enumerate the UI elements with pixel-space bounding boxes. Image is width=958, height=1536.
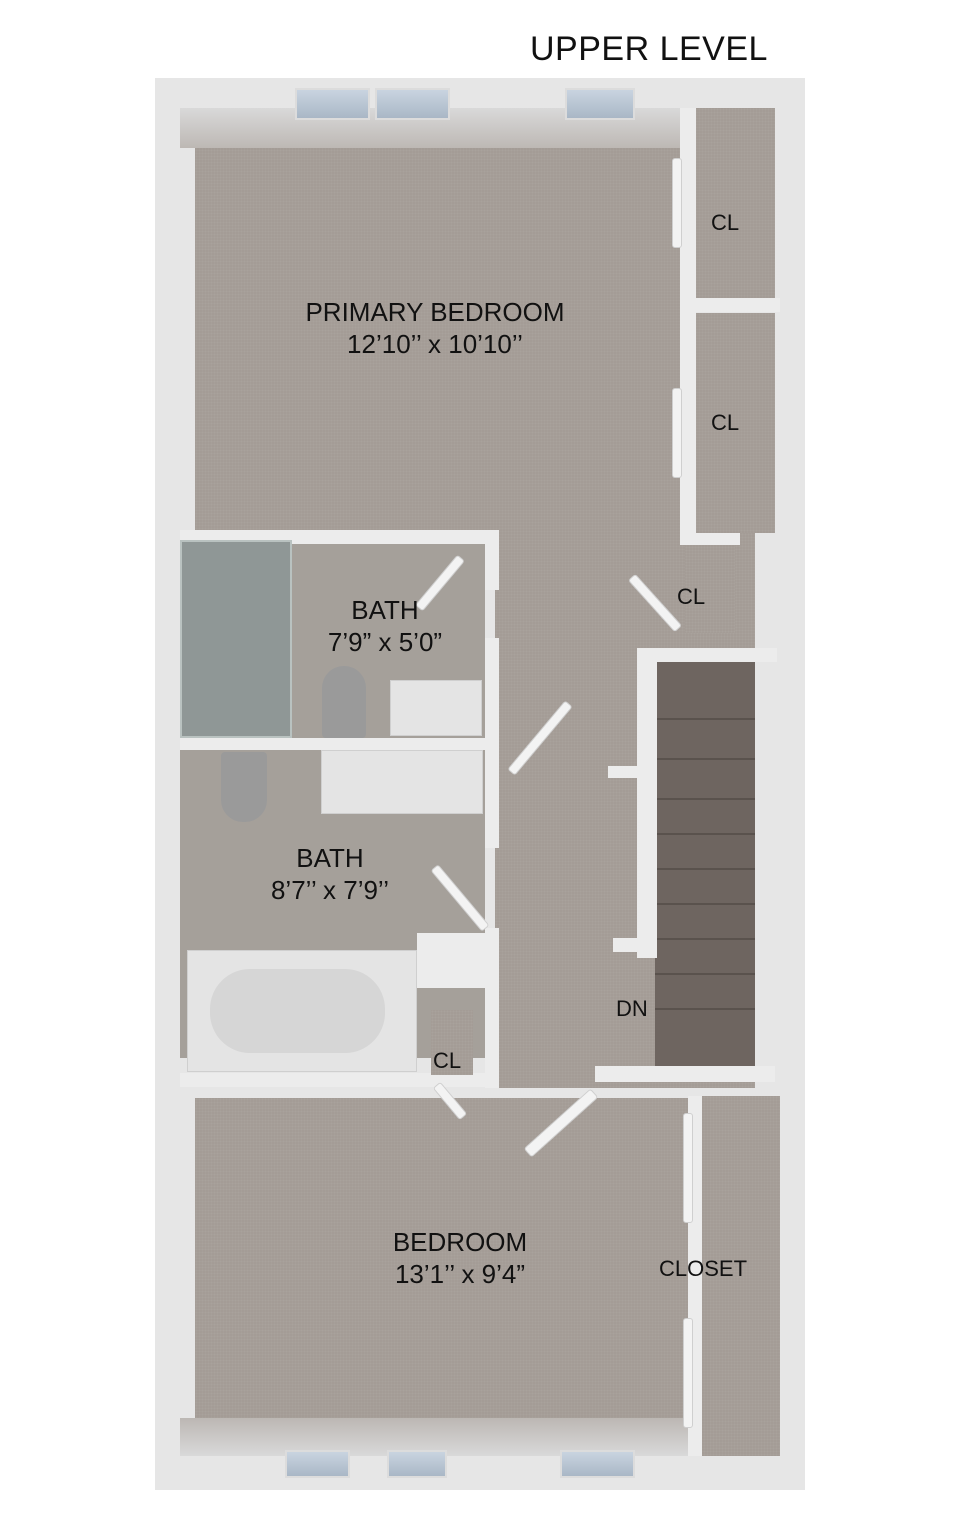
stair-wall-left bbox=[637, 648, 657, 958]
closet-wall-v bbox=[680, 108, 696, 538]
label-closet-2: CL bbox=[711, 410, 740, 435]
toilet-bath1 bbox=[322, 666, 366, 738]
room-name: BATH bbox=[351, 595, 419, 625]
floor-title: UPPER LEVEL bbox=[530, 30, 768, 68]
closet-large-floor bbox=[700, 1096, 780, 1456]
stair-stub-1 bbox=[608, 766, 643, 778]
bathtub-basin bbox=[210, 969, 385, 1053]
label-closet-large: CLOSET bbox=[659, 1256, 748, 1281]
shower bbox=[180, 540, 292, 738]
bath-right-wall-1 bbox=[485, 530, 499, 590]
window-top-1 bbox=[295, 88, 370, 120]
label-bedroom: BEDROOM 13’1’’ x 9’4” bbox=[365, 1226, 555, 1290]
window-bottom-1 bbox=[285, 1450, 350, 1478]
room-size: 13’1’’ x 9’4” bbox=[394, 1259, 526, 1289]
floor-plan: PRIMARY BEDROOM 12’10’’ x 10’10’’ BATH 7… bbox=[155, 78, 805, 1490]
closet-bottom bbox=[680, 533, 740, 545]
label-closet-4: CL bbox=[433, 1048, 462, 1073]
room-name: BEDROOM bbox=[392, 1227, 528, 1257]
vanity-bath2 bbox=[321, 750, 483, 814]
stair-wall-bottom bbox=[595, 1066, 775, 1082]
room-size: 12’10’’ x 10’10’’ bbox=[347, 329, 523, 359]
linen-closet-floor bbox=[431, 1010, 473, 1075]
bath-right-wall-2 bbox=[485, 638, 499, 848]
label-primary-bedroom: PRIMARY BEDROOM 12’10’’ x 10’10’’ bbox=[265, 296, 605, 360]
door-closet-large-1[interactable] bbox=[683, 1113, 693, 1223]
window-bottom-3 bbox=[560, 1450, 635, 1478]
door-closet-large-2[interactable] bbox=[683, 1318, 693, 1428]
bedroom-floor bbox=[195, 1098, 715, 1428]
toilet-bath2 bbox=[221, 752, 267, 822]
linen-closet-block bbox=[417, 933, 497, 988]
door-closet-2[interactable] bbox=[672, 388, 682, 478]
label-stairs-down: DN bbox=[616, 996, 648, 1021]
primary-bedroom-floor bbox=[195, 140, 695, 530]
window-top-3 bbox=[565, 88, 635, 120]
stair-wall-top bbox=[637, 648, 777, 662]
room-size: 8’7’’ x 7’9’’ bbox=[270, 875, 390, 905]
closet-3-floor bbox=[685, 543, 735, 633]
staircase bbox=[655, 658, 755, 1078]
bath2-bottom-wall bbox=[180, 1073, 498, 1087]
closet-1-floor bbox=[695, 108, 775, 298]
closet-2-floor bbox=[695, 313, 775, 533]
label-bath2: BATH 8’7’’ x 7’9’’ bbox=[245, 842, 415, 906]
bathtub bbox=[187, 950, 417, 1072]
bedroom-wall-shade bbox=[180, 1418, 710, 1456]
vanity-bath1 bbox=[390, 680, 482, 736]
window-bottom-2 bbox=[387, 1450, 447, 1478]
room-name: BATH bbox=[296, 843, 364, 873]
stair-stub-2 bbox=[613, 938, 643, 952]
label-bath1: BATH 7’9” x 5’0” bbox=[295, 594, 475, 658]
room-size: 7’9” x 5’0” bbox=[327, 627, 443, 657]
closet-divider bbox=[680, 298, 780, 312]
bath2-right-wall bbox=[485, 928, 499, 1088]
label-closet-3: CL bbox=[677, 584, 706, 609]
room-name: PRIMARY BEDROOM bbox=[305, 297, 565, 327]
bath-divider-wall bbox=[180, 738, 498, 750]
label-closet-1: CL bbox=[711, 210, 740, 235]
door-closet-1[interactable] bbox=[672, 158, 682, 248]
window-top-2 bbox=[375, 88, 450, 120]
